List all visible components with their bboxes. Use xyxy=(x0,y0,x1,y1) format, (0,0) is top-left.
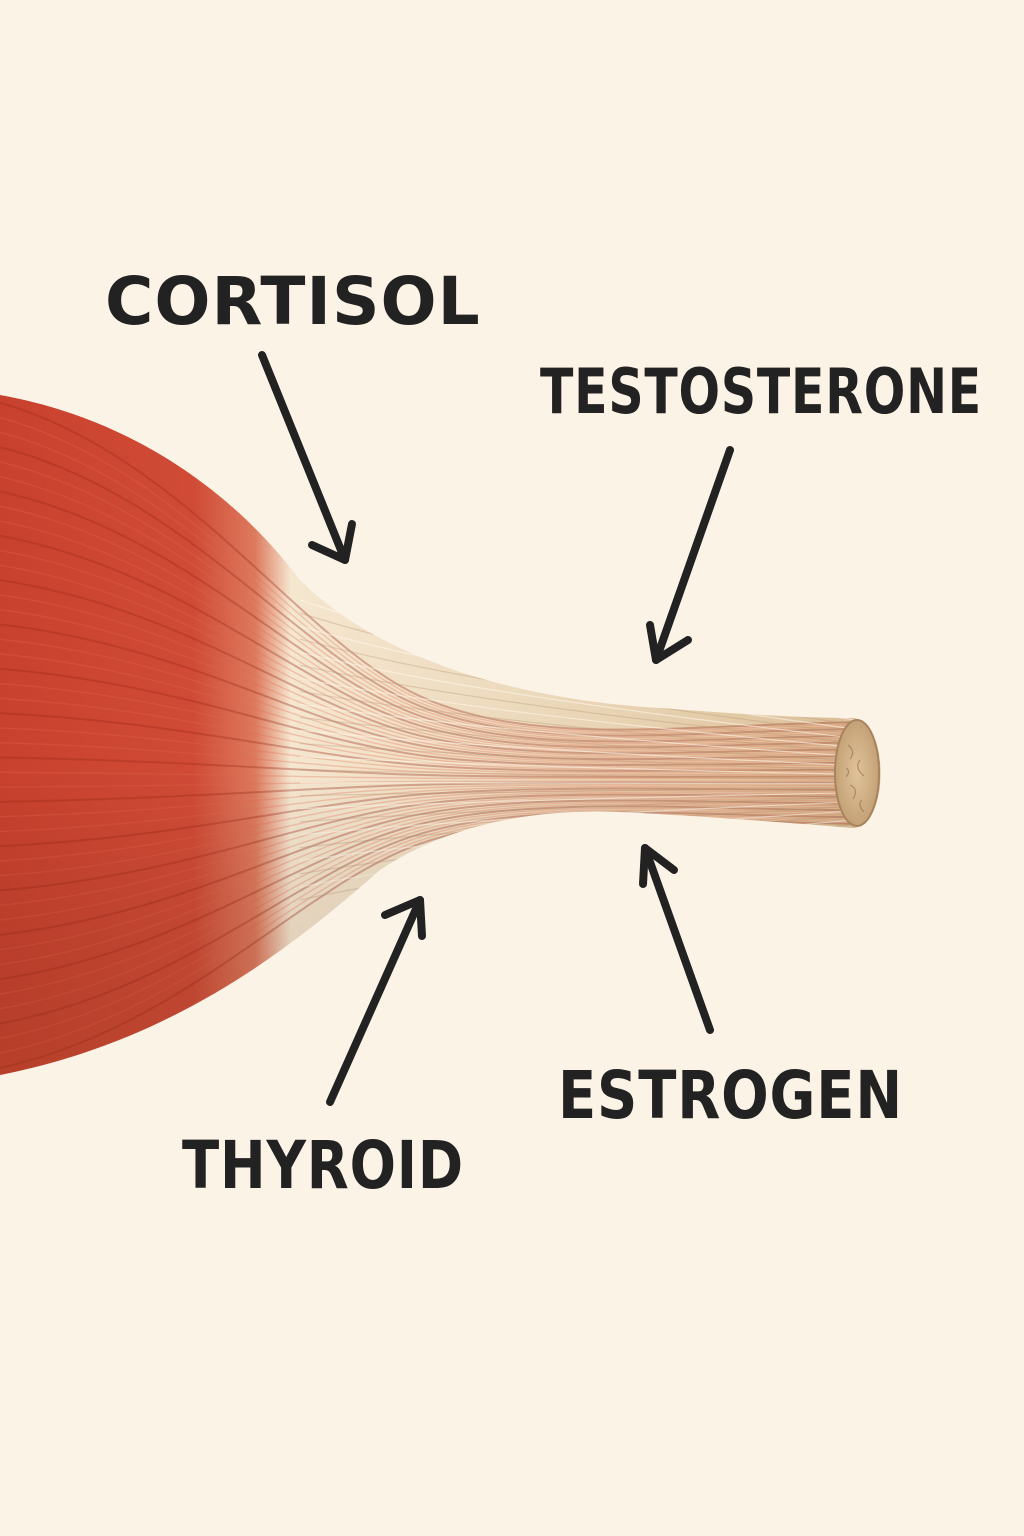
tendon-cut-end xyxy=(834,719,880,827)
estrogen-arrow xyxy=(639,844,714,1034)
estrogen-label: ESTROGEN xyxy=(558,1057,903,1134)
testosterone-arrow xyxy=(646,446,734,664)
tendon-end-texture xyxy=(845,744,865,813)
thyroid-arrow xyxy=(326,896,426,1106)
testosterone-label: TESTOSTERONE xyxy=(540,355,982,428)
cortisol-label: CORTISOL xyxy=(105,263,481,340)
cortisol-arrow xyxy=(258,351,356,564)
tendon-shading xyxy=(0,395,881,1075)
thyroid-label: THYROID xyxy=(182,1127,464,1204)
